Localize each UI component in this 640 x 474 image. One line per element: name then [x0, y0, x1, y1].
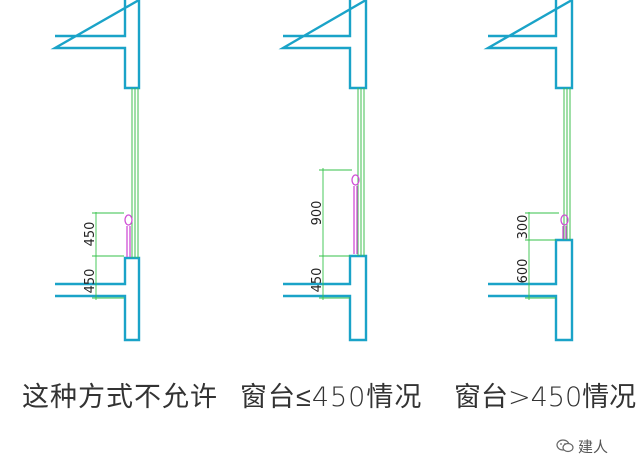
dimension-lines — [92, 212, 124, 300]
caption-not-allowed: 这种方式不允许 — [22, 382, 218, 413]
dimension-label-upper: 300 — [516, 215, 531, 240]
watermark-text: 建人 — [578, 437, 609, 456]
dimension-lines — [525, 212, 559, 300]
railing — [124, 214, 133, 257]
wechat-icon — [556, 439, 574, 453]
lower-sill-wall — [55, 256, 141, 342]
panel-sill-above-450: 600 300 — [483, 0, 574, 342]
lower-sill-wall — [488, 238, 574, 342]
panel-not-allowed: 450 450 — [50, 0, 141, 342]
lower-sill-wall — [283, 254, 368, 342]
railing — [351, 174, 360, 254]
panel-sill-below-450: 450 900 — [278, 0, 368, 342]
upper-slab-wall — [50, 0, 141, 90]
dimension-lines — [319, 168, 352, 300]
upper-slab-wall — [278, 0, 368, 90]
dimension-label-lower: 600 — [516, 259, 531, 284]
caption-sill-below-450: 窗台≤450情况 — [240, 382, 423, 413]
dimension-label-upper: 900 — [310, 201, 325, 226]
dimension-label-lower: 450 — [83, 269, 98, 294]
window-glass — [131, 88, 139, 258]
watermark: 建人 — [556, 436, 608, 456]
caption-sill-above-450: 窗台>450情况 — [454, 382, 637, 413]
upper-slab-wall — [483, 0, 574, 90]
dimension-label-upper: 450 — [83, 222, 98, 247]
railing — [560, 214, 569, 239]
dimension-label-lower: 450 — [310, 268, 325, 293]
window-glass — [357, 88, 365, 256]
